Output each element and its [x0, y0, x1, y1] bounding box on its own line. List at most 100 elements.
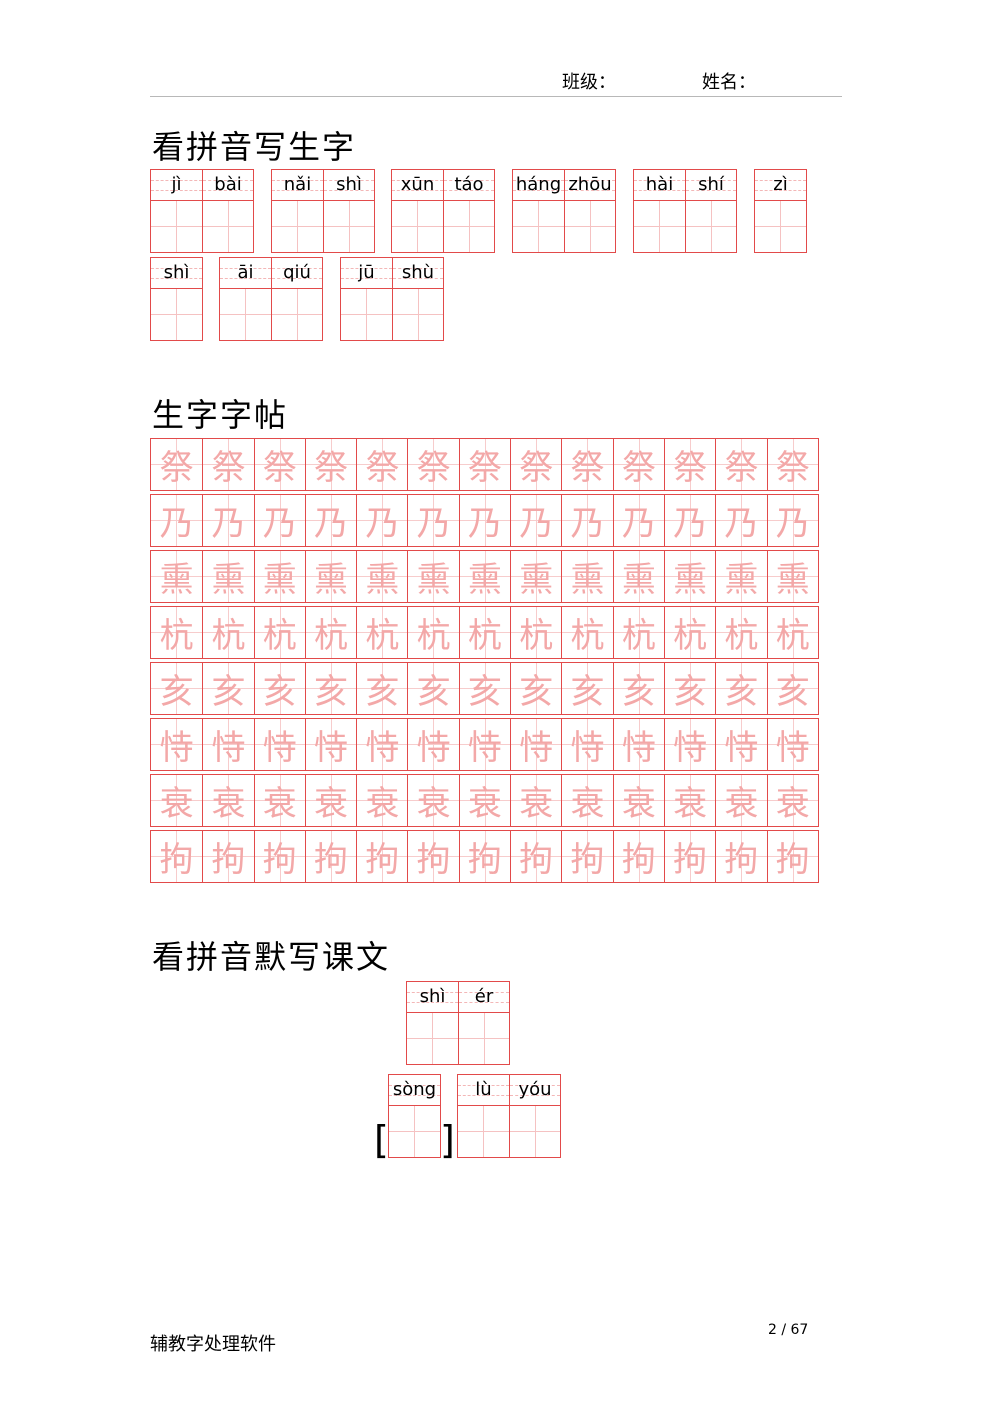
- writing-grid[interactable]: [407, 1013, 458, 1064]
- trace-cell[interactable]: 熏: [304, 551, 357, 602]
- trace-cell[interactable]: 亥: [151, 663, 203, 714]
- writing-grid[interactable]: [565, 201, 615, 252]
- trace-cell[interactable]: 祭: [663, 439, 716, 490]
- writing-grid[interactable]: [634, 201, 685, 252]
- trace-cell[interactable]: 衰: [151, 775, 203, 826]
- trace-cell[interactable]: 恃: [304, 719, 357, 770]
- trace-cell[interactable]: 杭: [715, 607, 767, 658]
- writing-grid[interactable]: [392, 201, 443, 252]
- writing-grid[interactable]: [324, 201, 374, 252]
- trace-cell[interactable]: 亥: [663, 663, 716, 714]
- trace-cell[interactable]: 拘: [202, 831, 254, 882]
- trace-cell[interactable]: 熏: [510, 551, 562, 602]
- trace-cell[interactable]: 熏: [663, 551, 716, 602]
- trace-cell[interactable]: 衰: [202, 775, 254, 826]
- trace-cell[interactable]: 祭: [356, 439, 408, 490]
- trace-cell[interactable]: 祭: [202, 439, 254, 490]
- trace-cell[interactable]: 杭: [510, 607, 562, 658]
- trace-cell[interactable]: 衰: [561, 775, 613, 826]
- writing-grid[interactable]: [220, 289, 271, 340]
- trace-cell[interactable]: 拘: [458, 831, 511, 882]
- trace-cell[interactable]: 乃: [407, 495, 459, 546]
- trace-cell[interactable]: 衰: [356, 775, 408, 826]
- trace-cell[interactable]: 祭: [510, 439, 562, 490]
- trace-cell[interactable]: 亥: [561, 663, 613, 714]
- writing-grid[interactable]: [755, 201, 806, 252]
- trace-cell[interactable]: 杭: [612, 607, 664, 658]
- trace-cell[interactable]: 亥: [458, 663, 511, 714]
- trace-cell[interactable]: 熏: [561, 551, 613, 602]
- trace-cell[interactable]: 衰: [612, 775, 664, 826]
- trace-cell[interactable]: 亥: [715, 663, 767, 714]
- trace-cell[interactable]: 亥: [356, 663, 408, 714]
- trace-cell[interactable]: 恃: [151, 719, 203, 770]
- trace-cell[interactable]: 熏: [356, 551, 408, 602]
- trace-cell[interactable]: 杭: [356, 607, 408, 658]
- trace-cell[interactable]: 恃: [356, 719, 408, 770]
- trace-cell[interactable]: 亥: [407, 663, 459, 714]
- writing-grid[interactable]: [151, 289, 202, 340]
- trace-cell[interactable]: 熏: [253, 551, 305, 602]
- writing-grid[interactable]: [393, 289, 443, 340]
- writing-grid[interactable]: [203, 201, 253, 252]
- trace-cell[interactable]: 恃: [561, 719, 613, 770]
- trace-cell[interactable]: 杭: [253, 607, 305, 658]
- trace-cell[interactable]: 杭: [407, 607, 459, 658]
- trace-cell[interactable]: 祭: [458, 439, 511, 490]
- writing-grid[interactable]: [686, 201, 736, 252]
- trace-cell[interactable]: 祭: [766, 439, 818, 490]
- trace-cell[interactable]: 熏: [202, 551, 254, 602]
- trace-cell[interactable]: 杭: [561, 607, 613, 658]
- trace-cell[interactable]: 恃: [766, 719, 818, 770]
- trace-cell[interactable]: 亥: [253, 663, 305, 714]
- writing-grid[interactable]: [389, 1106, 440, 1157]
- trace-cell[interactable]: 拘: [663, 831, 716, 882]
- writing-grid[interactable]: [444, 201, 494, 252]
- trace-cell[interactable]: 拘: [356, 831, 408, 882]
- trace-cell[interactable]: 衰: [253, 775, 305, 826]
- trace-cell[interactable]: 熏: [612, 551, 664, 602]
- trace-cell[interactable]: 恃: [458, 719, 511, 770]
- trace-cell[interactable]: 乃: [458, 495, 511, 546]
- trace-cell[interactable]: 熏: [151, 551, 203, 602]
- trace-cell[interactable]: 乃: [151, 495, 203, 546]
- trace-cell[interactable]: 衰: [304, 775, 357, 826]
- writing-grid[interactable]: [272, 289, 322, 340]
- trace-cell[interactable]: 恃: [715, 719, 767, 770]
- trace-cell[interactable]: 乃: [766, 495, 818, 546]
- writing-grid[interactable]: [459, 1013, 509, 1064]
- trace-cell[interactable]: 杭: [458, 607, 511, 658]
- trace-cell[interactable]: 乃: [304, 495, 357, 546]
- trace-cell[interactable]: 祭: [715, 439, 767, 490]
- trace-cell[interactable]: 衰: [663, 775, 716, 826]
- trace-cell[interactable]: 杭: [151, 607, 203, 658]
- trace-cell[interactable]: 亥: [304, 663, 357, 714]
- trace-cell[interactable]: 恃: [253, 719, 305, 770]
- trace-cell[interactable]: 拘: [407, 831, 459, 882]
- trace-cell[interactable]: 恃: [407, 719, 459, 770]
- trace-cell[interactable]: 杭: [663, 607, 716, 658]
- writing-grid[interactable]: [272, 201, 323, 252]
- trace-cell[interactable]: 拘: [151, 831, 203, 882]
- trace-cell[interactable]: 恃: [510, 719, 562, 770]
- trace-cell[interactable]: 恃: [202, 719, 254, 770]
- writing-grid[interactable]: [458, 1106, 509, 1157]
- trace-cell[interactable]: 拘: [715, 831, 767, 882]
- trace-cell[interactable]: 祭: [407, 439, 459, 490]
- trace-cell[interactable]: 恃: [663, 719, 716, 770]
- trace-cell[interactable]: 乃: [356, 495, 408, 546]
- trace-cell[interactable]: 乃: [253, 495, 305, 546]
- trace-cell[interactable]: 乃: [612, 495, 664, 546]
- trace-cell[interactable]: 衰: [407, 775, 459, 826]
- trace-cell[interactable]: 熏: [715, 551, 767, 602]
- trace-cell[interactable]: 乃: [510, 495, 562, 546]
- trace-cell[interactable]: 亥: [612, 663, 664, 714]
- trace-cell[interactable]: 熏: [766, 551, 818, 602]
- trace-cell[interactable]: 熏: [407, 551, 459, 602]
- trace-cell[interactable]: 祭: [612, 439, 664, 490]
- trace-cell[interactable]: 乃: [561, 495, 613, 546]
- trace-cell[interactable]: 杭: [766, 607, 818, 658]
- trace-cell[interactable]: 祭: [304, 439, 357, 490]
- trace-cell[interactable]: 祭: [151, 439, 203, 490]
- trace-cell[interactable]: 乃: [663, 495, 716, 546]
